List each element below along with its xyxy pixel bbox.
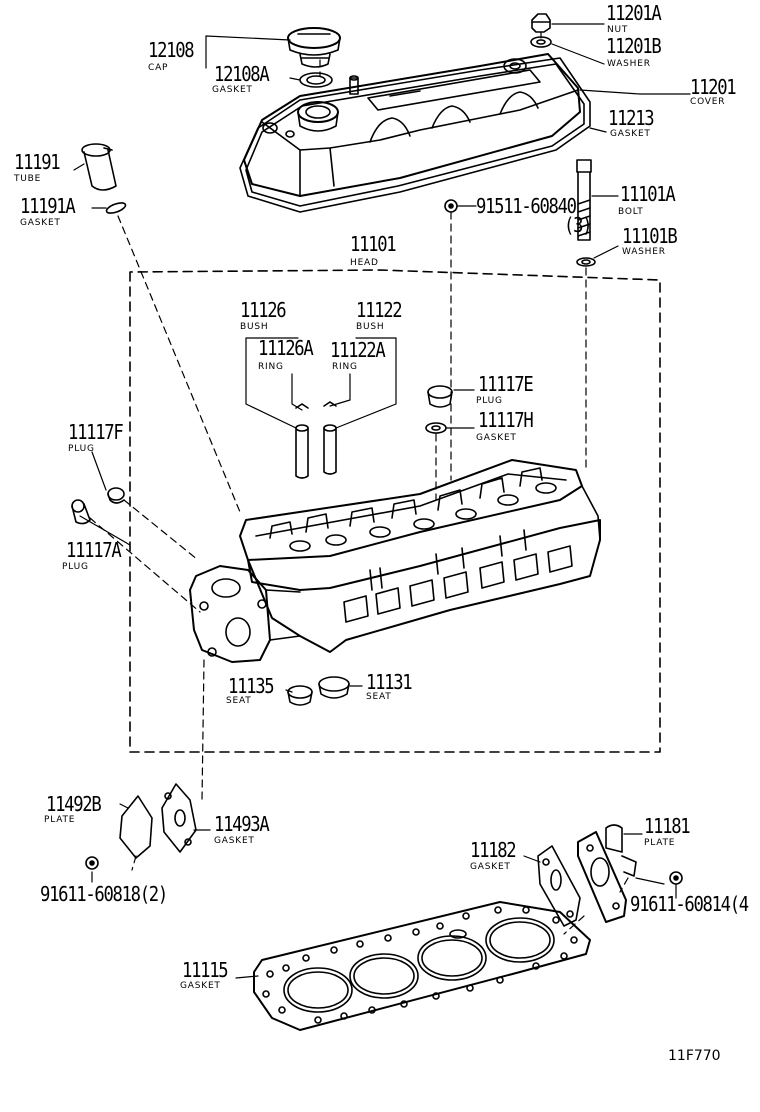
part-name-plug-11117E: PLUG (476, 396, 503, 406)
leader-lines (73, 23, 691, 979)
part-name-tube: TUBE (14, 174, 42, 184)
oil-tube (81, 143, 127, 214)
part-name-gasket-11117H: GASKET (476, 433, 517, 443)
part-name-ring-11126A: RING (258, 362, 284, 372)
part-name-seat-11131: SEAT (366, 692, 392, 702)
part-number-11101B: 11101B (622, 224, 678, 248)
part-number-11493A: 11493A (214, 812, 270, 836)
part-number-11122A: 11122A (330, 338, 386, 362)
figure-id: 11F770 (668, 1048, 721, 1064)
nut-and-washer (530, 13, 552, 48)
part-number-91611-60818: 91611-60818(2) (40, 882, 168, 906)
part-name-head: HEAD (350, 258, 379, 268)
part-name-gasket-11182: GASKET (470, 862, 511, 872)
assembly-lines (89, 31, 629, 935)
part-name-ring-11122A: RING (332, 362, 358, 372)
head-bolt (576, 159, 596, 267)
side-plugs (71, 487, 125, 525)
outlet-plate-and-gasket (537, 824, 637, 927)
part-name-gasket-11115: GASKET (180, 981, 221, 991)
part-name-gasket-11213: GASKET (610, 129, 651, 139)
part-name-plate-11181: PLATE (644, 838, 676, 848)
part-number-11115: 11115 (182, 958, 229, 982)
part-number-12108: 12108 (148, 38, 195, 62)
part-name-plate-11492B: PLATE (44, 815, 76, 825)
part-number-91511-60840: 91511-60840 (476, 194, 577, 218)
cylinder-head-cover (239, 53, 591, 213)
part-name-plug-11117F: PLUG (68, 444, 95, 454)
part-name-cover: COVER (690, 97, 726, 107)
part-number-11201: 11201 (690, 75, 737, 99)
part-number-91611-60814: 91611-60814(4 (630, 892, 749, 916)
part-name-bush-11126: BUSH (240, 322, 269, 332)
part-number-11126A: 11126A (258, 336, 314, 360)
valve-seats (287, 676, 350, 706)
part-number-11182: 11182 (470, 838, 517, 862)
part-number-11201B: 11201B (606, 34, 662, 58)
part-number-11117A: 11117A (66, 538, 122, 562)
part-number-11117F: 11117F (68, 420, 124, 444)
part-number-11117H: 11117H (478, 408, 534, 432)
part-number-11101A: 11101A (620, 182, 676, 206)
part-name-gasket-12108A: GASKET (212, 85, 253, 95)
oil-filler-cap (287, 27, 341, 88)
part-name-plug-11117A: PLUG (62, 562, 89, 572)
part-number-11131: 11131 (366, 670, 413, 694)
part-name-seat-11135: SEAT (226, 696, 252, 706)
part-quantity-91511: (3) (564, 213, 592, 237)
part-number-11213: 11213 (608, 106, 655, 130)
part-name-washer-11101B: WASHER (622, 247, 666, 257)
part-name-cap: CAP (148, 63, 169, 73)
part-number-11122: 11122 (356, 298, 403, 322)
part-number-11181: 11181 (644, 814, 691, 838)
rear-plate-and-gasket (119, 783, 197, 859)
part-name-washer: WASHER (607, 59, 651, 69)
plug-and-gasket (425, 385, 453, 434)
part-number-11191A: 11191A (20, 194, 76, 218)
part-name-bolt: BOLT (618, 207, 644, 217)
part-number-11191: 11191 (14, 150, 61, 174)
cylinder-head (129, 269, 661, 753)
part-name-gasket-11493A: GASKET (214, 836, 255, 846)
part-name-nut: NUT (607, 25, 629, 35)
valve-guide-bushes (295, 401, 337, 479)
part-name-bush-11122: BUSH (356, 322, 385, 332)
cylinder-head-gasket (253, 901, 591, 1031)
part-number-11117E: 11117E (478, 372, 534, 396)
part-number-11126: 11126 (240, 298, 287, 322)
part-name-gasket-11191A: GASKET (20, 218, 61, 228)
part-number-11492B: 11492B (46, 792, 102, 816)
part-number-11201A: 11201A (606, 1, 662, 25)
part-number-12108A: 12108A (214, 62, 270, 86)
part-number-11101: 11101 (350, 232, 397, 256)
part-number-11135: 11135 (228, 674, 275, 698)
